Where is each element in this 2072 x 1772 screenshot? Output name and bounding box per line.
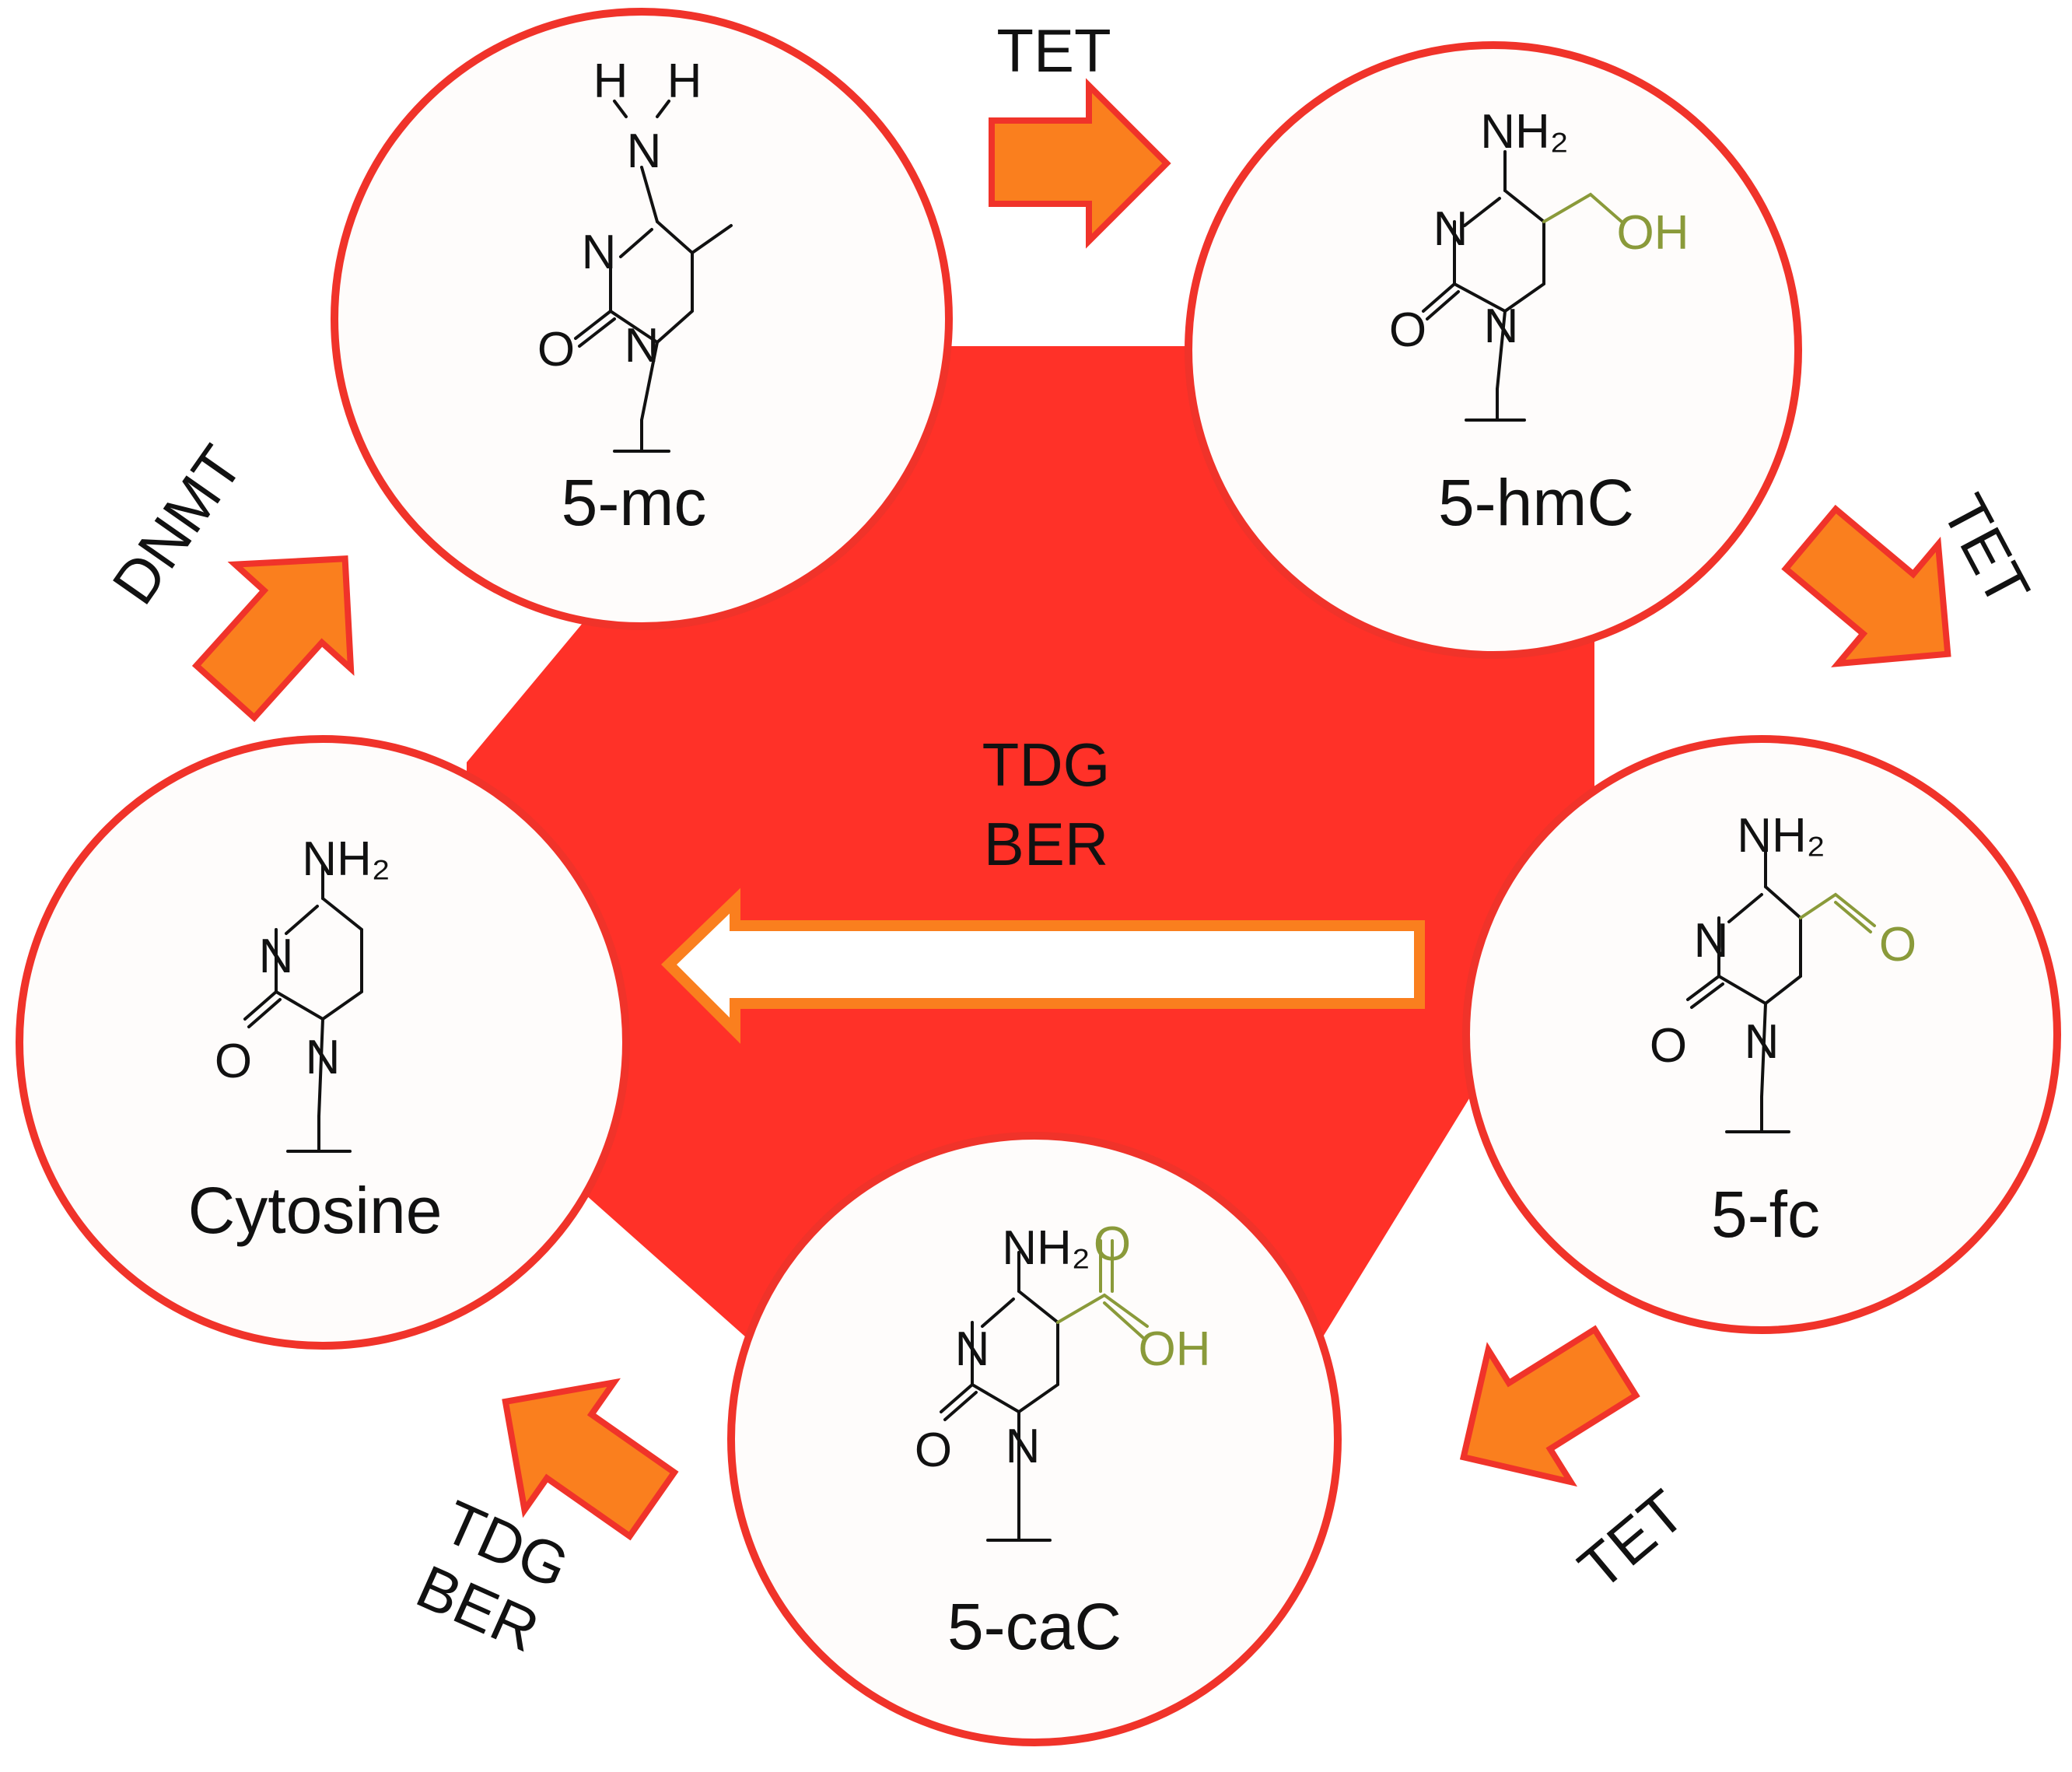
atom-n-ring-1: N <box>955 1322 990 1376</box>
name-5mc: 5-mc <box>562 466 707 539</box>
name-cytosine: Cytosine <box>188 1174 443 1247</box>
tdg-ber-arrow-1 <box>502 1378 679 1541</box>
atom-nh2: NH₂ <box>302 832 390 886</box>
atom-n-ring-1: N <box>1694 914 1729 968</box>
tet-label-1: TET <box>996 16 1111 85</box>
tet-label-3: TET <box>1566 1476 1697 1602</box>
tdg-label-central: TDG <box>982 730 1111 799</box>
atom-n-ring-2: N <box>625 319 660 373</box>
tdg-ber-central-arrow <box>661 888 1425 1044</box>
tet-arrow-1 <box>989 78 1171 249</box>
atom-h-2: H <box>667 54 702 108</box>
tet-arrow-3 <box>1459 1325 1640 1487</box>
atom-n-amine: N <box>627 124 662 178</box>
ber-label-central: BER <box>984 810 1108 878</box>
atom-o: O <box>215 1035 252 1088</box>
tet-label-2: TET <box>1929 484 2043 617</box>
atom-o: O <box>915 1424 952 1477</box>
atom-n-ring-2: N <box>1484 299 1519 353</box>
atom-nh2: NH₂ <box>1480 105 1569 159</box>
node-5fc: NH₂ N O N O 5-fc <box>1462 735 2061 1334</box>
atom-n-ring-2: N <box>1745 1015 1780 1069</box>
node-5hmc: NH₂ N O N OH 5-hmC <box>1185 41 1802 659</box>
node-cytosine: NH₂ N O N Cytosine <box>16 735 630 1350</box>
atom-o: O <box>537 323 575 376</box>
dnmt-label: DNMT <box>99 433 255 616</box>
name-5cac: 5-caC <box>947 1590 1122 1663</box>
atom-nh2: NH₂ <box>1002 1221 1090 1275</box>
node-5cac: NH₂ N O N O OH 5-caC <box>727 1132 1342 1746</box>
atom-oh: OH <box>1139 1322 1211 1376</box>
atom-n-ring-1: N <box>1433 202 1468 256</box>
atom-n-ring-1: N <box>259 930 294 983</box>
atom-n-ring-1: N <box>582 226 617 279</box>
atom-n-ring-2: N <box>306 1031 341 1084</box>
tet-arrow-2 <box>1781 504 1951 667</box>
atom-nh2: NH₂ <box>1737 809 1825 863</box>
atom-o: O <box>1650 1019 1687 1073</box>
atom-o-aldehyde: O <box>1879 918 1916 972</box>
dnmt-arrow <box>191 555 355 723</box>
atom-o: O <box>1389 303 1426 357</box>
atom-oh: OH <box>1617 206 1689 260</box>
node-5mc: H N H N O N 5-mc <box>331 8 953 630</box>
name-5fc: 5-fc <box>1711 1178 1820 1251</box>
atom-n-ring-2: N <box>1006 1420 1041 1473</box>
atom-h-1: H <box>593 54 628 108</box>
atom-o-carbonyl: O <box>1094 1217 1131 1271</box>
name-5hmc: 5-hmC <box>1438 466 1634 539</box>
